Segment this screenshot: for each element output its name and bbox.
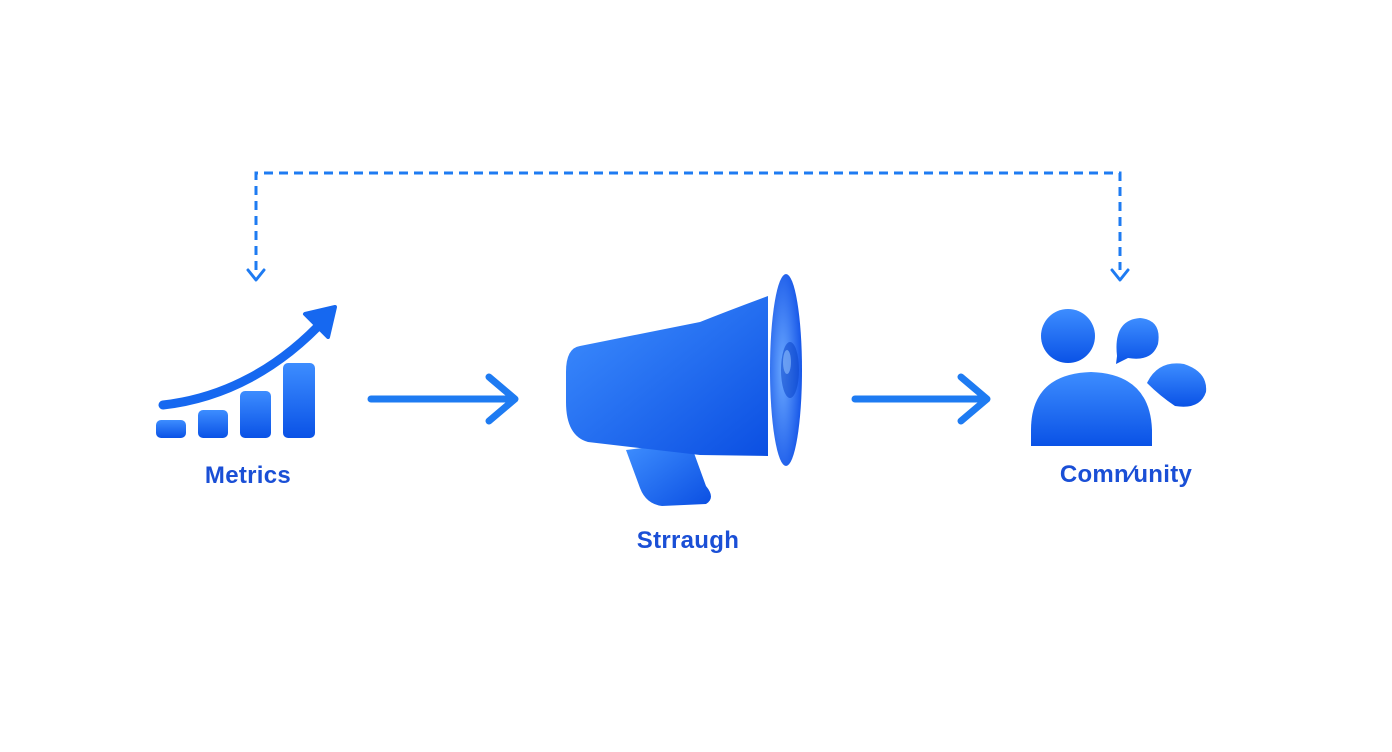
feedback-loop-connector	[254, 171, 1122, 270]
feedback-arrowhead-right	[1110, 268, 1130, 282]
people-chat-icon	[1031, 309, 1207, 446]
arrow-broadcast-to-community	[851, 373, 991, 425]
growth-chart-icon	[156, 305, 337, 438]
broadcast-label: Strraugh	[636, 527, 740, 554]
megaphone-icon	[566, 274, 802, 506]
community-label: Comn⁄unity	[1059, 461, 1193, 488]
metrics-label: Metrics	[204, 462, 292, 489]
feedback-arrowhead-left	[246, 268, 266, 282]
arrow-metrics-to-broadcast	[367, 373, 519, 425]
